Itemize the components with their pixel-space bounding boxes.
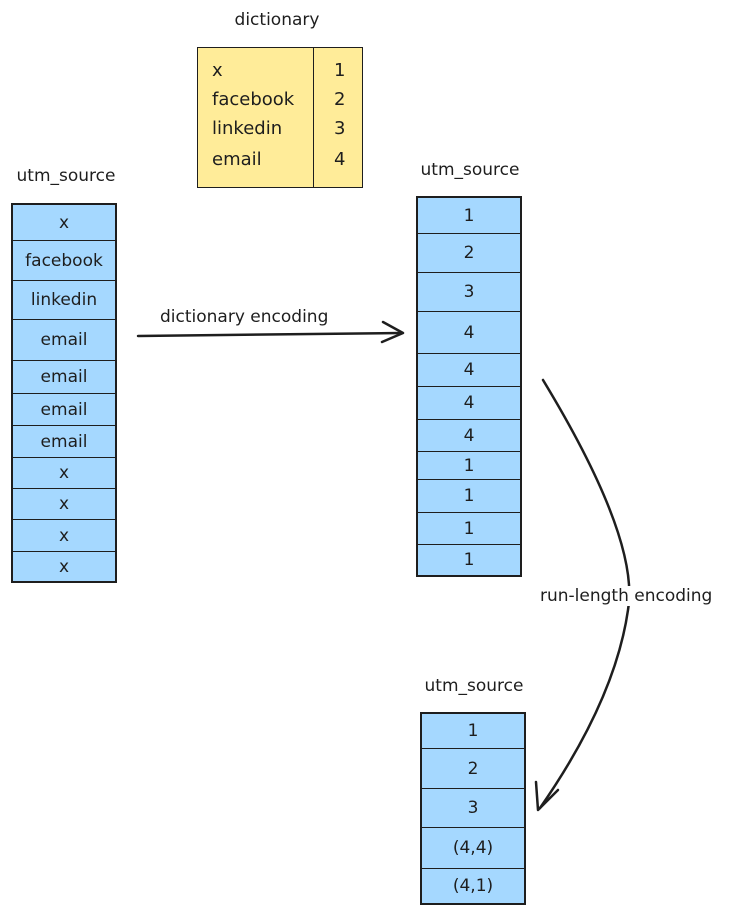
dictionary-value: 2 — [334, 89, 346, 110]
original-cell: facebook — [13, 240, 115, 280]
encoded-cell: 1 — [418, 451, 520, 479]
original-column-title: utm_source — [16, 166, 116, 186]
dictionary-title: dictionary — [234, 10, 320, 30]
rle-cell: 3 — [422, 788, 524, 827]
original-cell: email — [13, 393, 115, 425]
dictionary-divider — [313, 48, 314, 187]
dictionary-encoding-arrow — [136, 331, 402, 338]
encoded-column-title: utm_source — [420, 160, 520, 180]
encoded-cell: 4 — [418, 353, 520, 386]
original-cell: x — [58, 212, 70, 233]
encoded-cell: 1 — [418, 512, 520, 544]
encoded-cell: 1 — [463, 205, 475, 226]
rle-cell: (4,4) — [422, 827, 524, 868]
original-cell: email — [13, 360, 115, 393]
original-cell: email — [13, 425, 115, 457]
original-cell: x — [13, 519, 115, 551]
dictionary-value: 3 — [334, 118, 346, 139]
encoded-cell: 2 — [418, 233, 520, 272]
rle-column-title: utm_source — [424, 676, 524, 696]
dictionary-key: x — [212, 60, 223, 81]
original-cell: x — [13, 457, 115, 488]
rle-arrow — [538, 378, 631, 810]
encoded-cell: 1 — [418, 479, 520, 512]
rle-arrowhead — [534, 780, 560, 812]
dictionary-row: x 1 — [198, 56, 362, 86]
encoded-cell: 3 — [418, 272, 520, 311]
dictionary-row: facebook 2 — [198, 85, 362, 115]
original-cell: x — [13, 488, 115, 519]
dictionary-value: 1 — [334, 60, 346, 81]
rle-cell: 2 — [422, 748, 524, 788]
encoded-cell: 4 — [418, 386, 520, 419]
rle-label: run-length encoding — [538, 586, 715, 606]
dictionary-row: email 4 — [198, 145, 362, 175]
encoded-cell: 1 — [418, 544, 520, 575]
rle-cell: (4,1) — [422, 868, 524, 903]
dictionary-table: x 1 facebook 2 linkedin 3 email 4 — [197, 47, 363, 188]
original-cell: linkedin — [13, 280, 115, 319]
dictionary-value: 4 — [334, 149, 346, 170]
dictionary-row: linkedin 3 — [198, 114, 362, 144]
dictionary-key: email — [212, 149, 262, 170]
dictionary-key: linkedin — [212, 118, 283, 139]
original-cell: email — [13, 319, 115, 360]
rle-cell: 1 — [467, 721, 479, 741]
encoded-cell: 4 — [418, 311, 520, 353]
dictionary-encoding-arrowhead — [380, 320, 405, 344]
dictionary-encoding-label: dictionary encoding — [160, 307, 329, 327]
dictionary-key: facebook — [212, 89, 295, 110]
encoded-cell: 4 — [418, 419, 520, 451]
original-cell: x — [13, 551, 115, 581]
